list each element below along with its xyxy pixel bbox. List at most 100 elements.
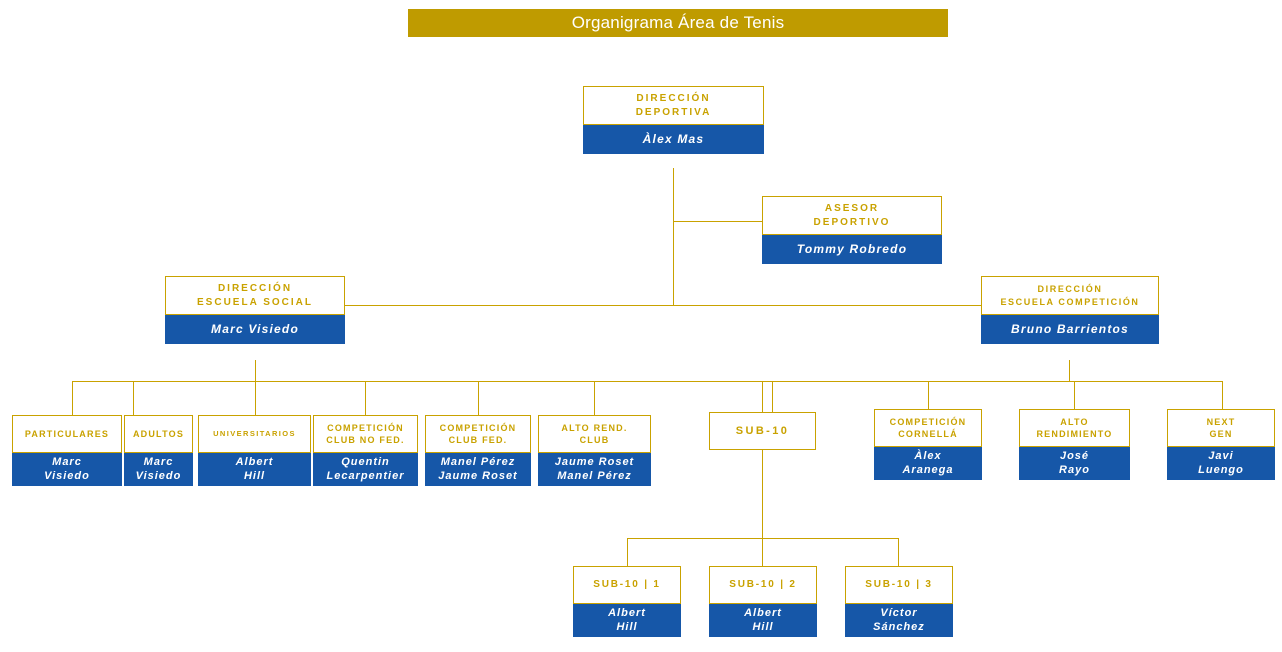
role-line-1: COMPETICIÓN [889,416,967,427]
node-sub10-1-role: SUB-10 | 1 [573,566,681,604]
person-line-2: Aranega [902,463,954,476]
role-line-1: DIRECCIÓN [636,93,711,104]
connector-drop-universitarios [255,381,257,415]
role-line-1: NEXT [1206,416,1236,427]
person-line-2: Hill [616,620,638,633]
connector-drop-alto-rend-club [594,381,596,415]
connector-social-stem [255,360,257,382]
node-adultos-person: Marc Visiedo [124,453,193,486]
connector-drop-sub10-2 [762,538,764,566]
node-alto-rend-club[interactable]: ALTO REND. CLUB Jaume Roset Manel Pérez [538,415,651,486]
person-line-2: Manel Pérez [557,469,632,482]
page-title: Organigrama Área de Tenis [408,9,948,37]
connector-competicion-bus [762,381,1223,383]
node-direccion-escuela-social[interactable]: DIRECCIÓN ESCUELA SOCIAL Marc Visiedo [165,276,345,344]
node-sub10-2[interactable]: SUB-10 | 2 Albert Hill [709,566,817,637]
person-line-2: Hill [243,469,266,482]
person-line-1: Albert [744,606,782,619]
connector-direccion-deportiva-stem [673,168,675,306]
node-competicion-cornella-person: Àlex Aranega [874,447,982,480]
connector-drop-sub10-1 [627,538,629,566]
connector-asesor-branch [673,221,763,223]
role-line-1: ALTO REND. [561,422,628,433]
node-universitarios[interactable]: UNIVERSITARIOS Albert Hill [198,415,311,486]
node-competicion-club-no-fed[interactable]: COMPETICIÓN CLUB NO FED. Quentin Lecarpe… [313,415,418,486]
connector-drop-particulares [72,381,74,415]
node-asesor-deportivo-role: ASESOR DEPORTIVO [762,196,942,235]
node-direccion-deportiva-role: DIRECCIÓN DEPORTIVA [583,86,764,125]
node-adultos-role: ADULTOS [124,415,193,453]
person-line-1: José [1059,449,1090,462]
person-line-1: Quentin [341,455,390,468]
node-next-gen-person: Javi Luengo [1167,447,1275,480]
role-line-1: DIRECCIÓN [1037,284,1103,295]
node-direccion-deportiva-person: Àlex Mas [583,125,764,154]
person-line-2: Rayo [1059,463,1090,476]
role-line-2: ESCUELA SOCIAL [197,296,313,308]
node-sub10-1[interactable]: SUB-10 | 1 Albert Hill [573,566,681,637]
person-line-2: Jaume Roset [438,469,518,482]
node-next-gen-role: NEXT GEN [1167,409,1275,447]
node-competicion-club-fed[interactable]: COMPETICIÓN CLUB FED. Manel Pérez Jaume … [425,415,531,486]
node-sub10-role: SUB-10 [709,412,816,450]
node-universitarios-person: Albert Hill [198,453,311,486]
connector-drop-next-gen [1222,381,1224,415]
role-line-2: ESCUELA COMPETICIÓN [1000,296,1140,307]
person-line-1: Jaume Roset [554,455,635,468]
connector-sub10-stem [762,450,764,539]
person-line-1: Albert [608,606,646,619]
person-line-1: Manel Pérez [440,455,516,468]
role-line-2: GEN [1209,429,1233,439]
role-line-1: PARTICULARES [24,428,110,439]
role-line-2: RENDIMIENTO [1036,429,1113,439]
connector-drop-sub10-left [762,381,764,415]
role-line-2: CLUB [579,435,610,445]
person-line-1: Javi [1208,449,1234,462]
node-particulares[interactable]: PARTICULARES Marc Visiedo [12,415,122,486]
person-line-1: Marc [52,455,82,468]
node-alto-rendimiento-person: José Rayo [1019,447,1130,480]
node-particulares-person: Marc Visiedo [12,453,122,486]
role-line-1: ALTO [1060,416,1089,427]
person-name: Marc Visiedo [211,322,299,336]
role-line-1: SUB-10 | 1 [593,579,661,591]
role-line-2: CLUB FED. [448,435,508,445]
person-line-2: Hill [752,620,774,633]
node-sub10-2-role: SUB-10 | 2 [709,566,817,604]
node-competicion-club-no-fed-role: COMPETICIÓN CLUB NO FED. [313,415,418,453]
person-line-2: Visiedo [44,469,90,482]
node-particulares-role: PARTICULARES [12,415,122,453]
connector-drop-competicion-cornella [928,381,930,415]
role-line-1: DIRECCIÓN [217,283,293,294]
person-line-2: Luengo [1198,463,1244,476]
person-name: Bruno Barrientos [1011,322,1129,336]
node-sub10-3[interactable]: SUB-10 | 3 Víctor Sánchez [845,566,953,637]
connector-drop-adultos [133,381,135,415]
node-direccion-escuela-competicion-person: Bruno Barrientos [981,315,1159,344]
node-competicion-club-fed-person: Manel Pérez Jaume Roset [425,453,531,486]
node-asesor-deportivo[interactable]: ASESOR DEPORTIVO Tommy Robredo [762,196,942,264]
connector-main-bus [345,305,982,307]
node-competicion-club-no-fed-person: Quentin Lecarpentier [313,453,418,486]
role-line-2: CLUB NO FED. [326,435,405,445]
node-competicion-cornella-role: COMPETICIÓN CORNELLÁ [874,409,982,447]
node-direccion-escuela-social-person: Marc Visiedo [165,315,345,344]
node-alto-rendimiento[interactable]: ALTO RENDIMIENTO José Rayo [1019,409,1130,480]
role-line-1: COMPETICIÓN [439,422,517,433]
node-competicion-cornella[interactable]: COMPETICIÓN CORNELLÁ Àlex Aranega [874,409,982,480]
node-alto-rend-club-role: ALTO REND. CLUB [538,415,651,453]
connector-competicion-stem [1069,360,1071,382]
node-adultos[interactable]: ADULTOS Marc Visiedo [124,415,193,486]
node-direccion-escuela-competicion[interactable]: DIRECCIÓN ESCUELA COMPETICIÓN Bruno Barr… [981,276,1159,344]
node-direccion-deportiva[interactable]: DIRECCIÓN DEPORTIVA Àlex Mas [583,86,764,154]
node-universitarios-role: UNIVERSITARIOS [198,415,311,453]
connector-social-bus [72,381,772,383]
person-name: Tommy Robredo [796,242,908,256]
person-line-2: Sánchez [873,620,925,633]
connector-drop-comp-club-no-fed [365,381,367,415]
node-direccion-escuela-competicion-role: DIRECCIÓN ESCUELA COMPETICIÓN [981,276,1159,315]
role-line-1: COMPETICIÓN [327,422,404,433]
node-next-gen[interactable]: NEXT GEN Javi Luengo [1167,409,1275,480]
node-sub10[interactable]: SUB-10 [709,412,816,450]
role-line-2: DEPORTIVA [635,106,712,118]
